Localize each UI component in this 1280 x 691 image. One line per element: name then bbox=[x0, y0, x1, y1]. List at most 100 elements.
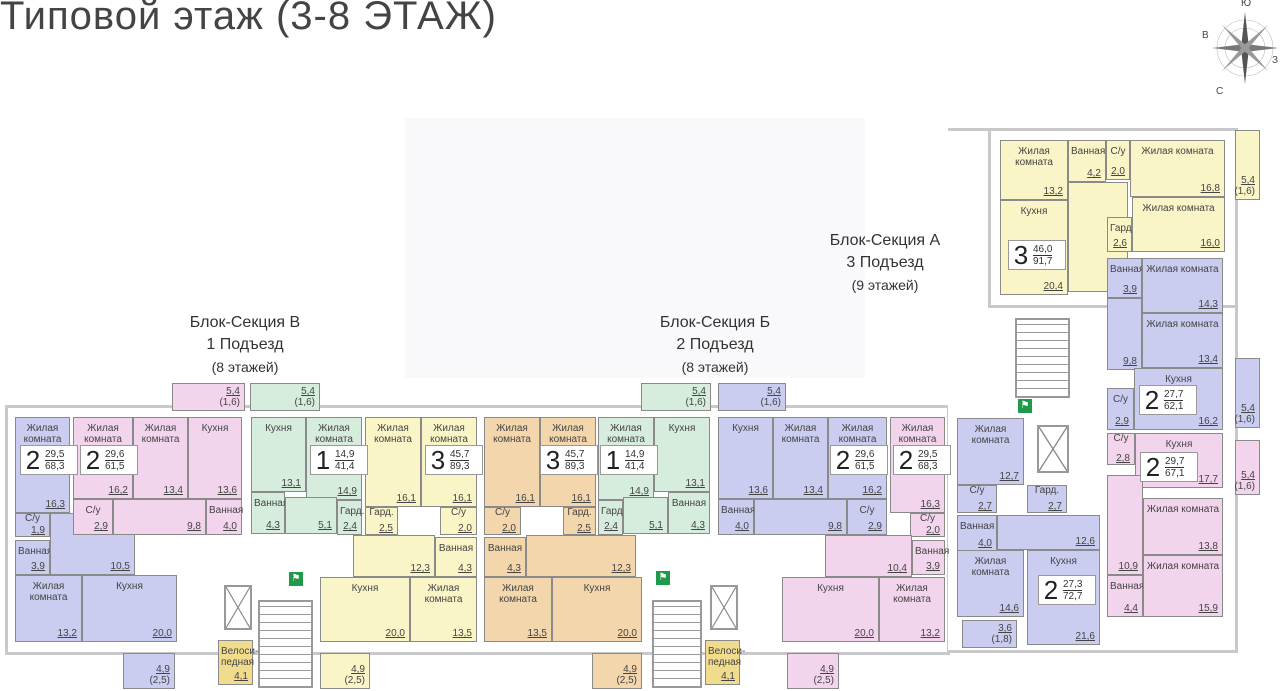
room[interactable]: Гард.2,5 bbox=[365, 507, 398, 535]
balcony[interactable]: 4,9(2,5) bbox=[123, 653, 175, 689]
room[interactable]: Гард.2,6 bbox=[1107, 217, 1134, 252]
room[interactable]: 9,8 bbox=[113, 499, 206, 535]
room[interactable]: Гард.2,4 bbox=[337, 500, 364, 535]
room-area: 12,6 bbox=[1075, 536, 1095, 547]
room[interactable]: Гард.2,7 bbox=[1027, 485, 1067, 513]
room[interactable]: 5,1 bbox=[285, 497, 337, 534]
balcony[interactable]: 5,4(1,6) bbox=[1234, 130, 1260, 200]
elevator-shaft bbox=[710, 585, 738, 630]
room[interactable]: Гард.2,4 bbox=[598, 500, 625, 535]
balcony[interactable]: 3,6(1,8) bbox=[962, 620, 1017, 648]
room[interactable]: 12,3 bbox=[526, 535, 636, 577]
room-area-reduced: (2,5) bbox=[616, 675, 637, 686]
balcony[interactable]: 5,4(1,6) bbox=[172, 383, 245, 411]
room[interactable]: 5,1 bbox=[623, 497, 668, 534]
room-area: 4,9 bbox=[351, 664, 365, 675]
balcony[interactable]: 5,4(1,6) bbox=[641, 383, 711, 411]
apartment-living-area: 27,7 bbox=[1164, 388, 1184, 400]
room-area: 4,4 bbox=[1124, 603, 1138, 614]
room-area: 20,0 bbox=[617, 628, 637, 639]
balcony[interactable]: 5,4(1,6) bbox=[1234, 358, 1260, 428]
room[interactable]: 10,4 bbox=[825, 535, 912, 577]
room[interactable]: 12,3 bbox=[353, 535, 435, 577]
room-label: Ванная bbox=[915, 546, 950, 557]
balcony[interactable]: 4,9(2,5) bbox=[787, 653, 839, 689]
room-area: 13,4 bbox=[163, 485, 183, 496]
room[interactable]: Гард.2,5 bbox=[563, 507, 596, 535]
balcony[interactable]: 4,9(2,5) bbox=[592, 653, 642, 689]
room[interactable]: 9,8 bbox=[754, 499, 847, 535]
room[interactable]: 9,8 bbox=[1107, 298, 1142, 370]
balcony[interactable]: 4,9(2,5) bbox=[320, 653, 370, 689]
room[interactable]: 10,9 bbox=[1107, 475, 1143, 575]
room-label: Жилая комната bbox=[549, 423, 587, 445]
balcony[interactable]: 5,4(1,6) bbox=[250, 383, 320, 411]
balcony[interactable]: 5,4(1,6) bbox=[1234, 440, 1260, 495]
balcony[interactable]: 5,4(1,6) bbox=[718, 383, 786, 411]
room[interactable]: 12,6 bbox=[997, 515, 1100, 550]
